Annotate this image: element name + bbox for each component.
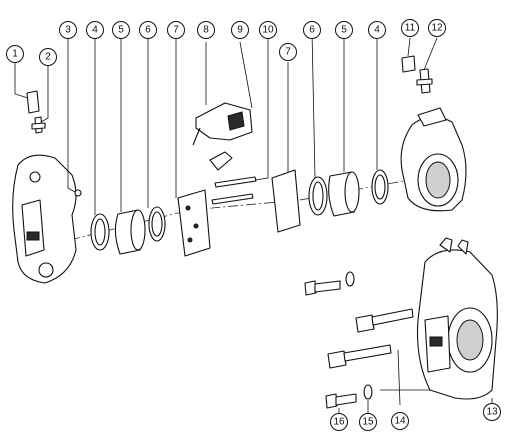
callout-10: 10 (259, 21, 277, 39)
svg-text:12: 12 (431, 23, 443, 34)
upper-washer (345, 271, 355, 287)
svg-text:13: 13 (486, 407, 498, 418)
left-brake-pad (177, 189, 211, 257)
small-o-ring (74, 189, 82, 197)
callout-16: 16 (330, 413, 348, 431)
right-brake-pad (271, 169, 301, 233)
svg-text:7: 7 (173, 25, 179, 36)
svg-text:1: 1 (12, 49, 18, 60)
left-caliper-half (12, 154, 77, 284)
long-bolt-lower (327, 344, 392, 369)
callout-6: 6 (139, 21, 157, 39)
svg-text:5: 5 (118, 25, 124, 36)
right-caliper-half (400, 107, 467, 212)
short-bolt-lower (325, 393, 357, 409)
pad-pins (211, 176, 257, 205)
svg-text:10: 10 (262, 25, 274, 36)
svg-text:14: 14 (394, 416, 406, 427)
svg-text:8: 8 (203, 25, 209, 36)
callout-2: 2 (39, 48, 57, 66)
left-piston (114, 209, 146, 255)
bleed-valve-right (416, 68, 433, 94)
callout-9: 9 (231, 21, 249, 39)
callout-5-right: 5 (335, 21, 353, 39)
svg-text:9: 9 (237, 25, 243, 36)
svg-text:11: 11 (405, 23, 416, 34)
callout-7: 7 (167, 21, 185, 39)
left-seal (90, 213, 110, 251)
long-bolt-upper (355, 308, 414, 333)
callout-5: 5 (112, 21, 130, 39)
svg-text:4: 4 (92, 25, 98, 36)
callout-11: 11 (401, 19, 419, 37)
svg-text:6: 6 (145, 25, 151, 36)
svg-text:16: 16 (333, 417, 345, 428)
callout-4-right: 4 (368, 21, 386, 39)
callout-13: 13 (483, 403, 501, 421)
bleed-cap-right (401, 55, 416, 73)
callout-12: 12 (428, 19, 446, 37)
pad-spring (209, 151, 233, 171)
callout-14: 14 (391, 412, 409, 430)
callout-1: 1 (6, 45, 24, 63)
svg-text:2: 2 (45, 52, 51, 63)
leader-lines (14, 30, 493, 414)
svg-text:3: 3 (65, 25, 71, 36)
left-dust-seal (148, 206, 166, 242)
callout-8: 8 (197, 21, 215, 39)
svg-text:4: 4 (374, 25, 380, 36)
svg-text:6: 6 (309, 25, 315, 36)
bleed-cap (26, 90, 40, 114)
right-piston (328, 171, 360, 217)
callout-3: 3 (59, 21, 77, 39)
assembled-caliper (417, 237, 498, 400)
callout-6-right: 6 (303, 21, 321, 39)
svg-text:7: 7 (285, 47, 291, 58)
bleed-screw (31, 116, 46, 134)
right-dust-seal (371, 169, 389, 205)
right-seal (308, 176, 328, 216)
lower-washer (363, 384, 373, 400)
upper-short-bolt (304, 280, 341, 296)
callout-4: 4 (86, 21, 104, 39)
callout-15: 15 (359, 413, 377, 431)
anti-rattle-spring (192, 102, 253, 146)
svg-text:5: 5 (341, 25, 347, 36)
callout-7-right: 7 (279, 43, 297, 61)
svg-text:15: 15 (362, 417, 374, 428)
